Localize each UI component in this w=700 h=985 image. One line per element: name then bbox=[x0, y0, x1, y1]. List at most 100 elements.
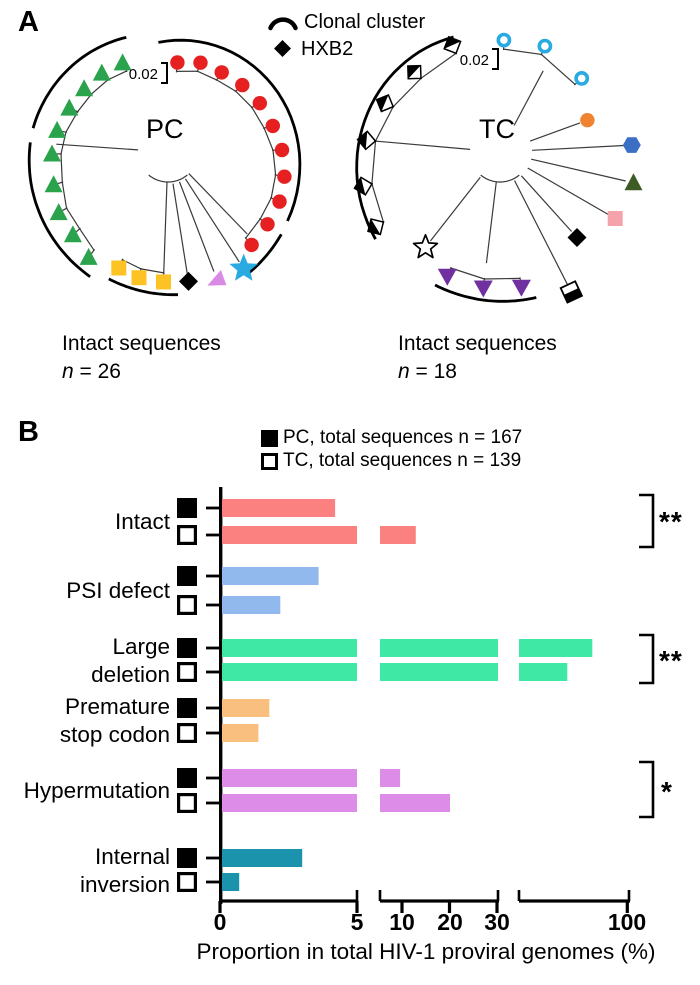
leaf-marker-square bbox=[607, 211, 623, 226]
significance-hypermutation: * bbox=[661, 776, 673, 807]
pc-row-square bbox=[177, 566, 197, 586]
x-tick-label-20: 20 bbox=[437, 909, 463, 935]
bar-TC-3 bbox=[222, 724, 259, 742]
tc-caption: Intact sequences n = 18 bbox=[398, 330, 557, 386]
bar-PC-2 bbox=[222, 639, 357, 657]
leaf-marker-triangle-left bbox=[207, 270, 227, 286]
pc-n-value: = 26 bbox=[73, 360, 121, 383]
tc-row-square bbox=[177, 594, 198, 615]
leaf-marker-circle bbox=[274, 142, 290, 158]
pc-row-square bbox=[177, 498, 197, 518]
leaf-marker-triangle-up bbox=[44, 175, 63, 193]
tc-caption-line1: Intact sequences bbox=[398, 332, 557, 355]
leaf-marker-circle bbox=[277, 169, 292, 184]
leaf-marker-open-circle bbox=[574, 71, 590, 86]
leaf-marker-triangle-down bbox=[511, 279, 531, 297]
pc-row-square bbox=[177, 638, 197, 658]
leaf-marker-diamond bbox=[567, 228, 587, 247]
leaf-marker-square bbox=[131, 270, 147, 286]
leaf-marker-circle bbox=[170, 55, 185, 70]
pc-row-square bbox=[177, 768, 197, 788]
bar-chart bbox=[177, 487, 655, 913]
significance-large-deletion: ** bbox=[659, 645, 683, 676]
leaf-marker-half-diamond bbox=[375, 93, 395, 113]
significance-intact: ** bbox=[659, 506, 683, 537]
x-tick-label-5: 5 bbox=[350, 909, 364, 935]
leaf-marker-open-circle bbox=[537, 38, 553, 54]
significance-bracket bbox=[639, 633, 655, 685]
leaf-marker-triangle-up bbox=[60, 98, 79, 116]
leaf-marker-circle bbox=[214, 65, 229, 80]
leaf-marker-open-star bbox=[412, 233, 439, 259]
bar-PC-4 bbox=[380, 769, 401, 787]
x-tick-label-100: 100 bbox=[607, 909, 647, 935]
tc-row-square bbox=[177, 524, 198, 545]
tc-open-square-icon bbox=[261, 452, 278, 470]
tc-caption-line2: n = 18 bbox=[398, 358, 557, 386]
pc-scale-label: 0.02 bbox=[128, 66, 158, 83]
leaf-marker-triangle-up bbox=[43, 144, 61, 162]
category-label-hypermutation: Hypermutation bbox=[23, 778, 170, 803]
legend-pc-label: PC, total sequences n = 167 bbox=[283, 427, 523, 448]
leaf-marker-triangle-down bbox=[473, 280, 493, 298]
tc-scale-label: 0.02 bbox=[459, 52, 489, 69]
leaf-marker-triangle-up bbox=[63, 225, 82, 243]
x-tick-label-30: 30 bbox=[484, 909, 510, 935]
tc-n-value: = 18 bbox=[409, 360, 457, 383]
leaf-marker-triangle-down bbox=[437, 268, 457, 286]
tc-tree-title: TC bbox=[479, 114, 515, 144]
leaf-marker-open-circle bbox=[496, 32, 512, 48]
pc-scale-bracket-icon bbox=[161, 62, 168, 84]
leaf-marker-square bbox=[111, 260, 127, 276]
bar-PC-0 bbox=[222, 499, 336, 517]
hxb2-diamond-icon bbox=[273, 39, 292, 58]
leaf-marker-triangle-up bbox=[113, 53, 132, 71]
tc-row-square bbox=[177, 722, 198, 743]
tc-scale-bracket-icon bbox=[492, 48, 499, 70]
leaf-marker-triangle-up bbox=[48, 120, 67, 138]
bar-PC-5 bbox=[222, 849, 303, 867]
x-axis-title: Proportion in total HIV-1 proviral genom… bbox=[196, 939, 656, 964]
legend-tc-row: TC, total sequences n = 139 bbox=[261, 450, 521, 472]
leaf-marker-hexagon bbox=[622, 137, 641, 153]
bar-TC-0 bbox=[380, 526, 416, 544]
leaf-marker-triangle-up bbox=[75, 79, 94, 97]
leaf-marker-circle bbox=[244, 237, 259, 253]
phylo-tree-PC bbox=[27, 36, 302, 297]
leaf-marker-triangle-up bbox=[92, 63, 111, 81]
category-label-premature-stop-codon: Premature stop codon bbox=[59, 694, 170, 747]
bar-TC-5 bbox=[222, 873, 240, 891]
bar-TC-4 bbox=[380, 794, 450, 812]
pc-row-square bbox=[177, 848, 197, 868]
bar-TC-2 bbox=[380, 663, 498, 681]
leaf-marker-half-diamond bbox=[407, 64, 422, 80]
pc-caption-line1: Intact sequences bbox=[62, 332, 221, 355]
leaf-marker-half-square bbox=[559, 280, 584, 304]
legend-hxb2-label: HXB2 bbox=[301, 38, 354, 60]
pc-tree-title: PC bbox=[146, 114, 184, 144]
pc-caption: Intact sequences n = 26 bbox=[62, 330, 221, 386]
leaf-marker-square bbox=[156, 274, 171, 290]
phylo-tree-TC bbox=[353, 32, 643, 304]
tc-row-square bbox=[177, 871, 198, 892]
category-label-intact: Intact bbox=[114, 509, 170, 534]
leaf-marker-circle bbox=[260, 217, 275, 232]
pc-row-square bbox=[177, 698, 197, 718]
category-label-large-deletion: Large deletion bbox=[91, 634, 170, 687]
leaf-marker-circle bbox=[235, 77, 250, 93]
leaf-marker-half-diamond bbox=[443, 35, 462, 55]
clonal-cluster-arc-icon bbox=[267, 14, 299, 31]
leaf-marker-half-diamond bbox=[367, 218, 385, 236]
leaf-marker-circle bbox=[272, 194, 287, 209]
leaf-marker-half-diamond bbox=[356, 130, 377, 151]
bar-TC-2 bbox=[519, 663, 568, 681]
leaf-marker-circle bbox=[580, 113, 595, 128]
category-label-internal-inversion: Internal inversion bbox=[79, 844, 170, 897]
x-tick-label-0: 0 bbox=[213, 909, 227, 935]
category-label-psi-defect: PSI defect bbox=[66, 578, 170, 603]
leaf-marker-triangle-up bbox=[79, 247, 98, 265]
bar-PC-2 bbox=[380, 639, 498, 657]
legend-clonal-label: Clonal cluster bbox=[304, 11, 426, 33]
